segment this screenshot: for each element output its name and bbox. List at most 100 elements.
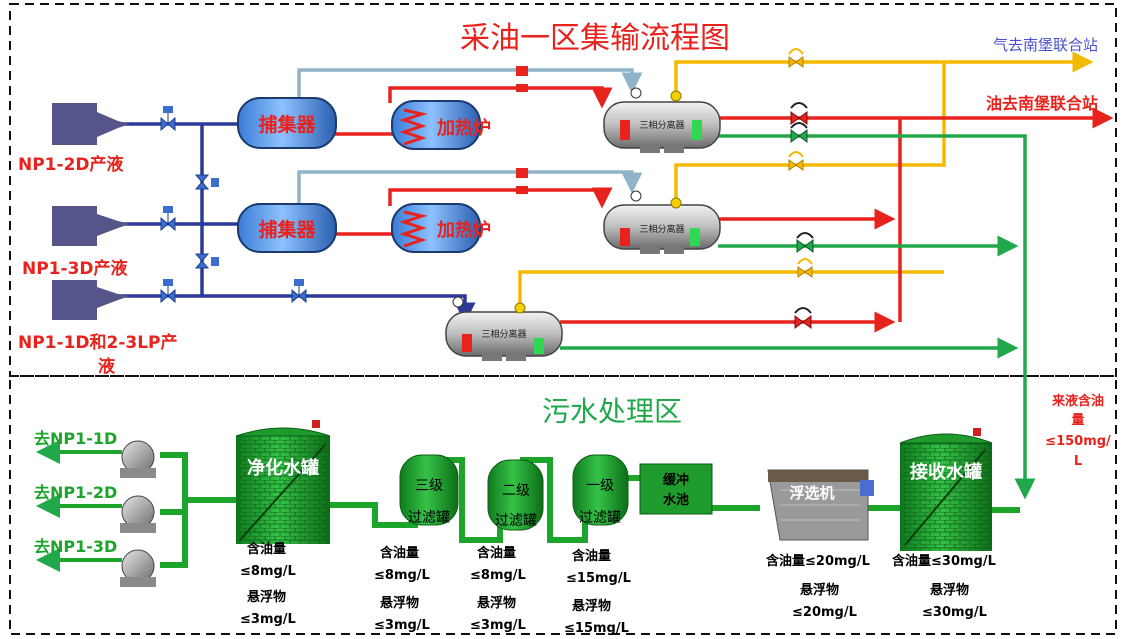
well-label-np1-1d-line2: 液 <box>98 356 115 377</box>
well-np1-2d <box>52 103 130 145</box>
well-label-np1-3d: NP1-3D产液 <box>22 258 128 279</box>
inlet-oil-content-line4: L <box>1074 454 1082 469</box>
pump-2 <box>120 495 156 533</box>
water-valve-2[interactable] <box>796 232 814 253</box>
separator-1 <box>603 87 721 153</box>
oil-valve-1[interactable] <box>790 102 808 125</box>
gas-valve-1[interactable] <box>788 48 804 68</box>
destination-pipes <box>36 440 122 572</box>
buffer-label-2: 水池 <box>663 492 689 508</box>
heater-2 <box>391 203 481 253</box>
receive-ss-value: ≤30mg/L <box>922 605 987 620</box>
clean-tank-label: 净化水罐 <box>247 457 319 479</box>
receive-oil: 含油量≤30mg/L <box>891 553 996 569</box>
destination-np1-1d: 去NP1-1D <box>34 429 117 448</box>
section-title-wastewater: 污水处理区 <box>542 395 682 428</box>
collector-1 <box>237 97 337 149</box>
separator-2 <box>603 190 721 254</box>
f1-oil-label: 含油量 <box>571 548 611 564</box>
water-pipes <box>560 134 1036 500</box>
top-red-valve-1[interactable] <box>516 66 528 76</box>
f2-oil-value: ≤8mg/L <box>470 568 526 583</box>
filter-2-sub: 过滤罐 <box>495 513 537 529</box>
top-red-valve-2[interactable] <box>516 84 528 92</box>
oil-valve-3[interactable] <box>794 307 812 329</box>
mid-red-valve-2[interactable] <box>516 186 528 194</box>
lower-zone-border <box>9 375 1117 635</box>
inlet-valve-3[interactable] <box>160 279 176 304</box>
gas-output-label: 气去南堡联合站 <box>993 36 1098 54</box>
receive-tank <box>899 428 993 551</box>
f1-oil-value: ≤15mg/L <box>566 571 631 586</box>
separator-3 <box>445 296 563 361</box>
receive-tank-label: 接收水罐 <box>910 461 982 483</box>
f1-ss-value: ≤15mg/L <box>564 621 629 636</box>
flotation-ss-value: ≤20mg/L <box>792 605 857 620</box>
filter-3-sub: 过滤罐 <box>408 510 450 526</box>
receive-ss-label: 悬浮物 <box>930 582 969 598</box>
clean-oil-value: ≤8mg/L <box>240 564 296 579</box>
well-np1-3d <box>52 206 130 246</box>
return-pipes <box>297 68 643 203</box>
heater-1-label: 加热炉 <box>436 117 491 139</box>
upper-zone-border <box>9 3 1117 377</box>
f2-ss-label: 悬浮物 <box>477 595 516 611</box>
separator-3-label: 三相分离器 <box>481 328 526 340</box>
separator-2-label: 三相分离器 <box>639 223 684 235</box>
clean-tank <box>235 420 331 544</box>
f3-oil-value: ≤8mg/L <box>374 568 430 583</box>
pump-3 <box>120 549 156 587</box>
inlet-oil-content-line3: ≤150mg/ <box>1045 434 1111 449</box>
filter-tank-3 <box>399 454 459 526</box>
filter-3-label: 三级 <box>415 478 443 494</box>
clean-ss-label: 悬浮物 <box>247 589 286 605</box>
mid-red-valve-1[interactable] <box>516 168 528 178</box>
buffer-label-1: 缓冲 <box>663 472 689 488</box>
page-title: 采油一区集输流程图 <box>460 21 730 56</box>
f1-ss-label: 悬浮物 <box>572 598 611 614</box>
f3-ss-value: ≤3mg/L <box>374 618 430 633</box>
well-label-np1-1d: NP1-1D和2-3LP产 <box>18 332 178 353</box>
collector-2-label: 捕集器 <box>258 218 316 241</box>
clean-oil-label: 含油量 <box>246 541 286 557</box>
inlet-valve-2[interactable] <box>160 206 176 232</box>
inlet-oil-content-line1: 来液含油 <box>1051 393 1104 409</box>
oil-pipes-upstream <box>335 86 613 236</box>
flotation-oil: 含油量≤20mg/L <box>765 553 870 569</box>
filter-1-label: 一级 <box>586 478 614 494</box>
filter-1-sub: 过滤罐 <box>579 510 621 526</box>
gas-valve-2[interactable] <box>788 151 804 171</box>
gas-valve-3[interactable] <box>797 258 813 278</box>
oil-output-label: 油去南堡联合站 <box>986 94 1098 113</box>
f3-oil-label: 含油量 <box>379 545 419 561</box>
spec-labels: 含油量 ≤8mg/L 悬浮物 ≤3mg/L 含油量 ≤8mg/L 悬浮物 ≤3m… <box>240 541 996 636</box>
collector-2 <box>237 203 337 253</box>
inlet-oil-content-line2: 量 <box>1071 413 1084 428</box>
bypass-valve-2[interactable] <box>194 253 219 269</box>
collector-1-label: 捕集器 <box>258 113 316 136</box>
well-label-np1-2d: NP1-2D产液 <box>18 154 124 175</box>
f2-oil-label: 含油量 <box>476 545 516 561</box>
flotation-machine <box>767 469 874 541</box>
inlet-valve-4[interactable] <box>291 279 307 304</box>
water-valve-1[interactable] <box>790 122 808 143</box>
well-np1-1d <box>52 280 130 320</box>
separator-1-label: 三相分离器 <box>639 119 684 131</box>
filter-tank-1 <box>572 454 629 526</box>
inlet-valve-1[interactable] <box>160 106 176 132</box>
f3-ss-label: 悬浮物 <box>380 595 419 611</box>
heater-1 <box>391 100 481 150</box>
filter-2-label: 二级 <box>502 483 530 499</box>
flotation-label: 浮选机 <box>789 484 834 502</box>
destination-np1-3d: 去NP1-3D <box>34 537 117 556</box>
flotation-ss-label: 悬浮物 <box>800 582 839 598</box>
pump-1 <box>120 440 156 478</box>
bypass-valve-1[interactable] <box>194 174 219 190</box>
buffer-pool <box>639 463 713 515</box>
clean-ss-value: ≤3mg/L <box>240 612 296 627</box>
filter-tank-2 <box>487 459 544 531</box>
oil-pipes-downstream <box>560 107 1114 333</box>
f2-ss-value: ≤3mg/L <box>470 618 526 633</box>
